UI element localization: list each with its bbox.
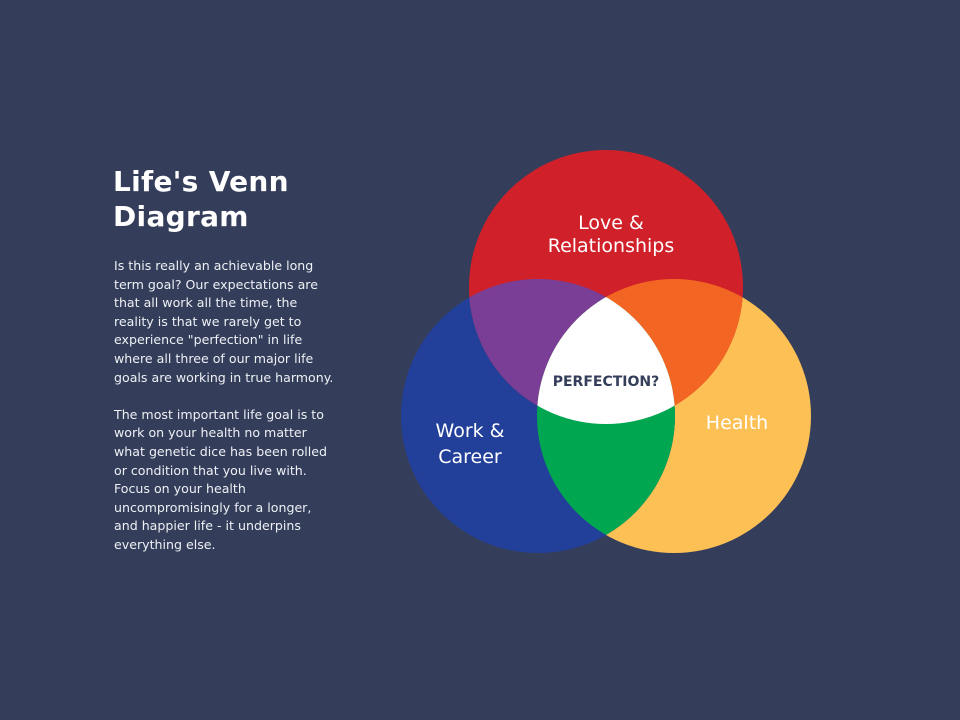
text-line: or condition that you live with. bbox=[114, 462, 307, 478]
text-line: that all work all the time, the bbox=[114, 295, 298, 311]
text-line: goals are working in true harmony. bbox=[114, 369, 334, 385]
text-line: work on your health no matter bbox=[114, 425, 307, 441]
text-line: uncompromisingly for a longer, bbox=[114, 499, 312, 515]
love-label: Love & bbox=[578, 212, 644, 234]
love-label: Relationships bbox=[548, 235, 675, 257]
title-line: Diagram bbox=[113, 200, 249, 233]
text-line: reality is that we rarely get to bbox=[114, 313, 302, 329]
text-line: everything else. bbox=[114, 536, 216, 552]
text-line: term goal? Our expectations are bbox=[114, 276, 318, 292]
work-label: Career bbox=[438, 446, 502, 468]
page-title: Life's Venn Diagram bbox=[113, 164, 289, 234]
text-line: experience "perfection" in life bbox=[114, 332, 303, 348]
text-line: Focus on your health bbox=[114, 481, 246, 497]
work-label: Work & bbox=[436, 420, 505, 442]
text-line: Is this really an achievable long bbox=[114, 258, 314, 273]
text-line: what genetic dice has been rolled bbox=[114, 443, 328, 459]
health-label: Health bbox=[706, 412, 768, 434]
text-line: where all three of our major life bbox=[114, 350, 314, 366]
text-line: and happier life - it underpins bbox=[114, 518, 301, 534]
text-line: The most important life goal is to bbox=[114, 406, 324, 422]
title-line: Life's Venn bbox=[113, 165, 289, 198]
perfection-label: PERFECTION? bbox=[553, 374, 660, 390]
description: Is this really an achievable long term g… bbox=[114, 257, 333, 555]
